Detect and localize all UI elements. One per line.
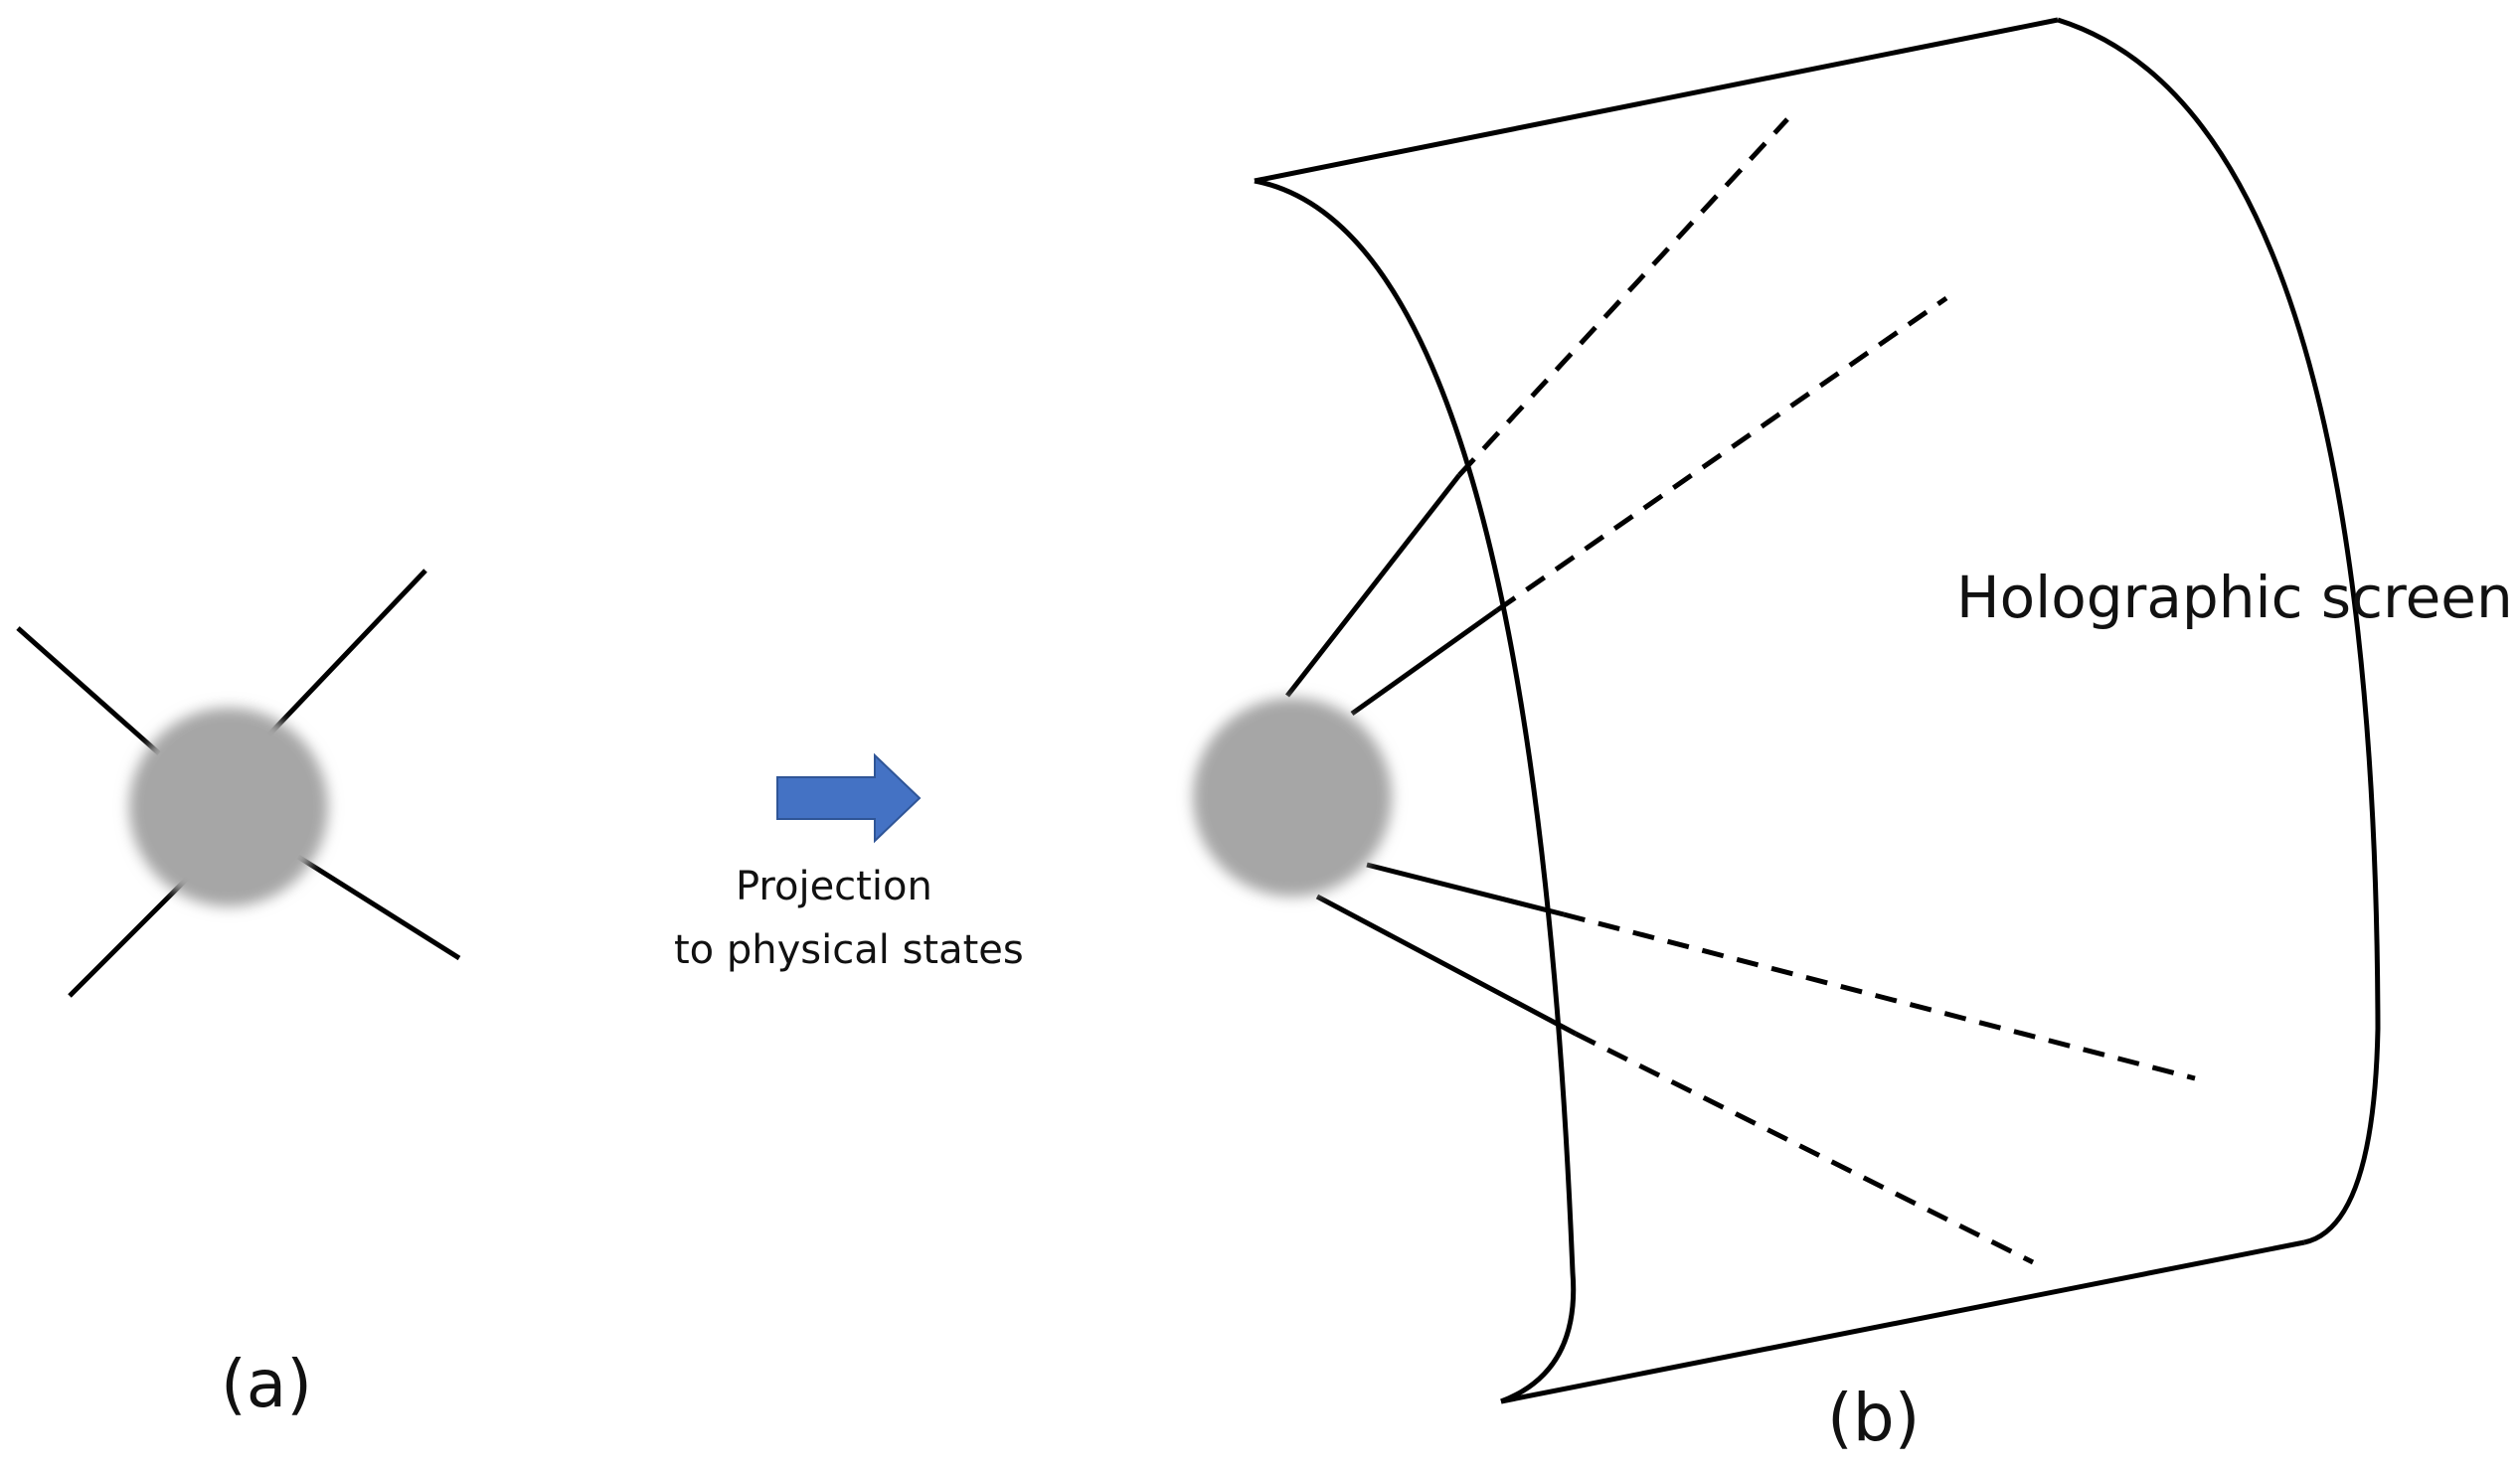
vertex-a-leg-upper-right xyxy=(266,569,427,737)
vertex-a-leg-lower-right xyxy=(296,854,461,961)
vertex-a-node xyxy=(129,708,328,906)
vertex-b-node xyxy=(1193,698,1392,897)
ray-1-solid xyxy=(1285,473,1461,698)
screen-top-edge xyxy=(1254,17,2059,184)
vertex-a-leg-lower-left xyxy=(68,875,191,998)
vertex-a-leg-upper-left xyxy=(16,626,161,755)
panel-a-vertex xyxy=(16,569,461,998)
panel-a-label: (a) xyxy=(221,1346,312,1422)
holographic-screen xyxy=(1254,17,2381,1404)
ray-4-solid xyxy=(1315,894,1578,1037)
projection-caption-line2: to physical states xyxy=(674,927,1024,973)
screen-bottom-edge xyxy=(1500,1239,2305,1404)
rays-dashed xyxy=(1457,117,2196,1265)
ray-1-dashed xyxy=(1457,117,1789,477)
projection-arrow-icon xyxy=(776,752,922,844)
holographic-screen-label: Holographic screen xyxy=(1956,564,2513,631)
ray-2-dashed xyxy=(1495,295,1948,613)
ray-2-solid xyxy=(1350,607,1499,717)
projection-caption-line1: Projection xyxy=(736,864,932,909)
screen-left-edge xyxy=(1254,178,1577,1404)
rays-solid xyxy=(1285,473,1578,1037)
screen-right-edge xyxy=(2057,17,2381,1245)
ray-3-solid xyxy=(1366,862,1565,917)
ray-3-dashed xyxy=(1563,911,2196,1081)
ray-4-dashed xyxy=(1574,1031,2035,1265)
panel-b-label: (b) xyxy=(1827,1380,1921,1456)
